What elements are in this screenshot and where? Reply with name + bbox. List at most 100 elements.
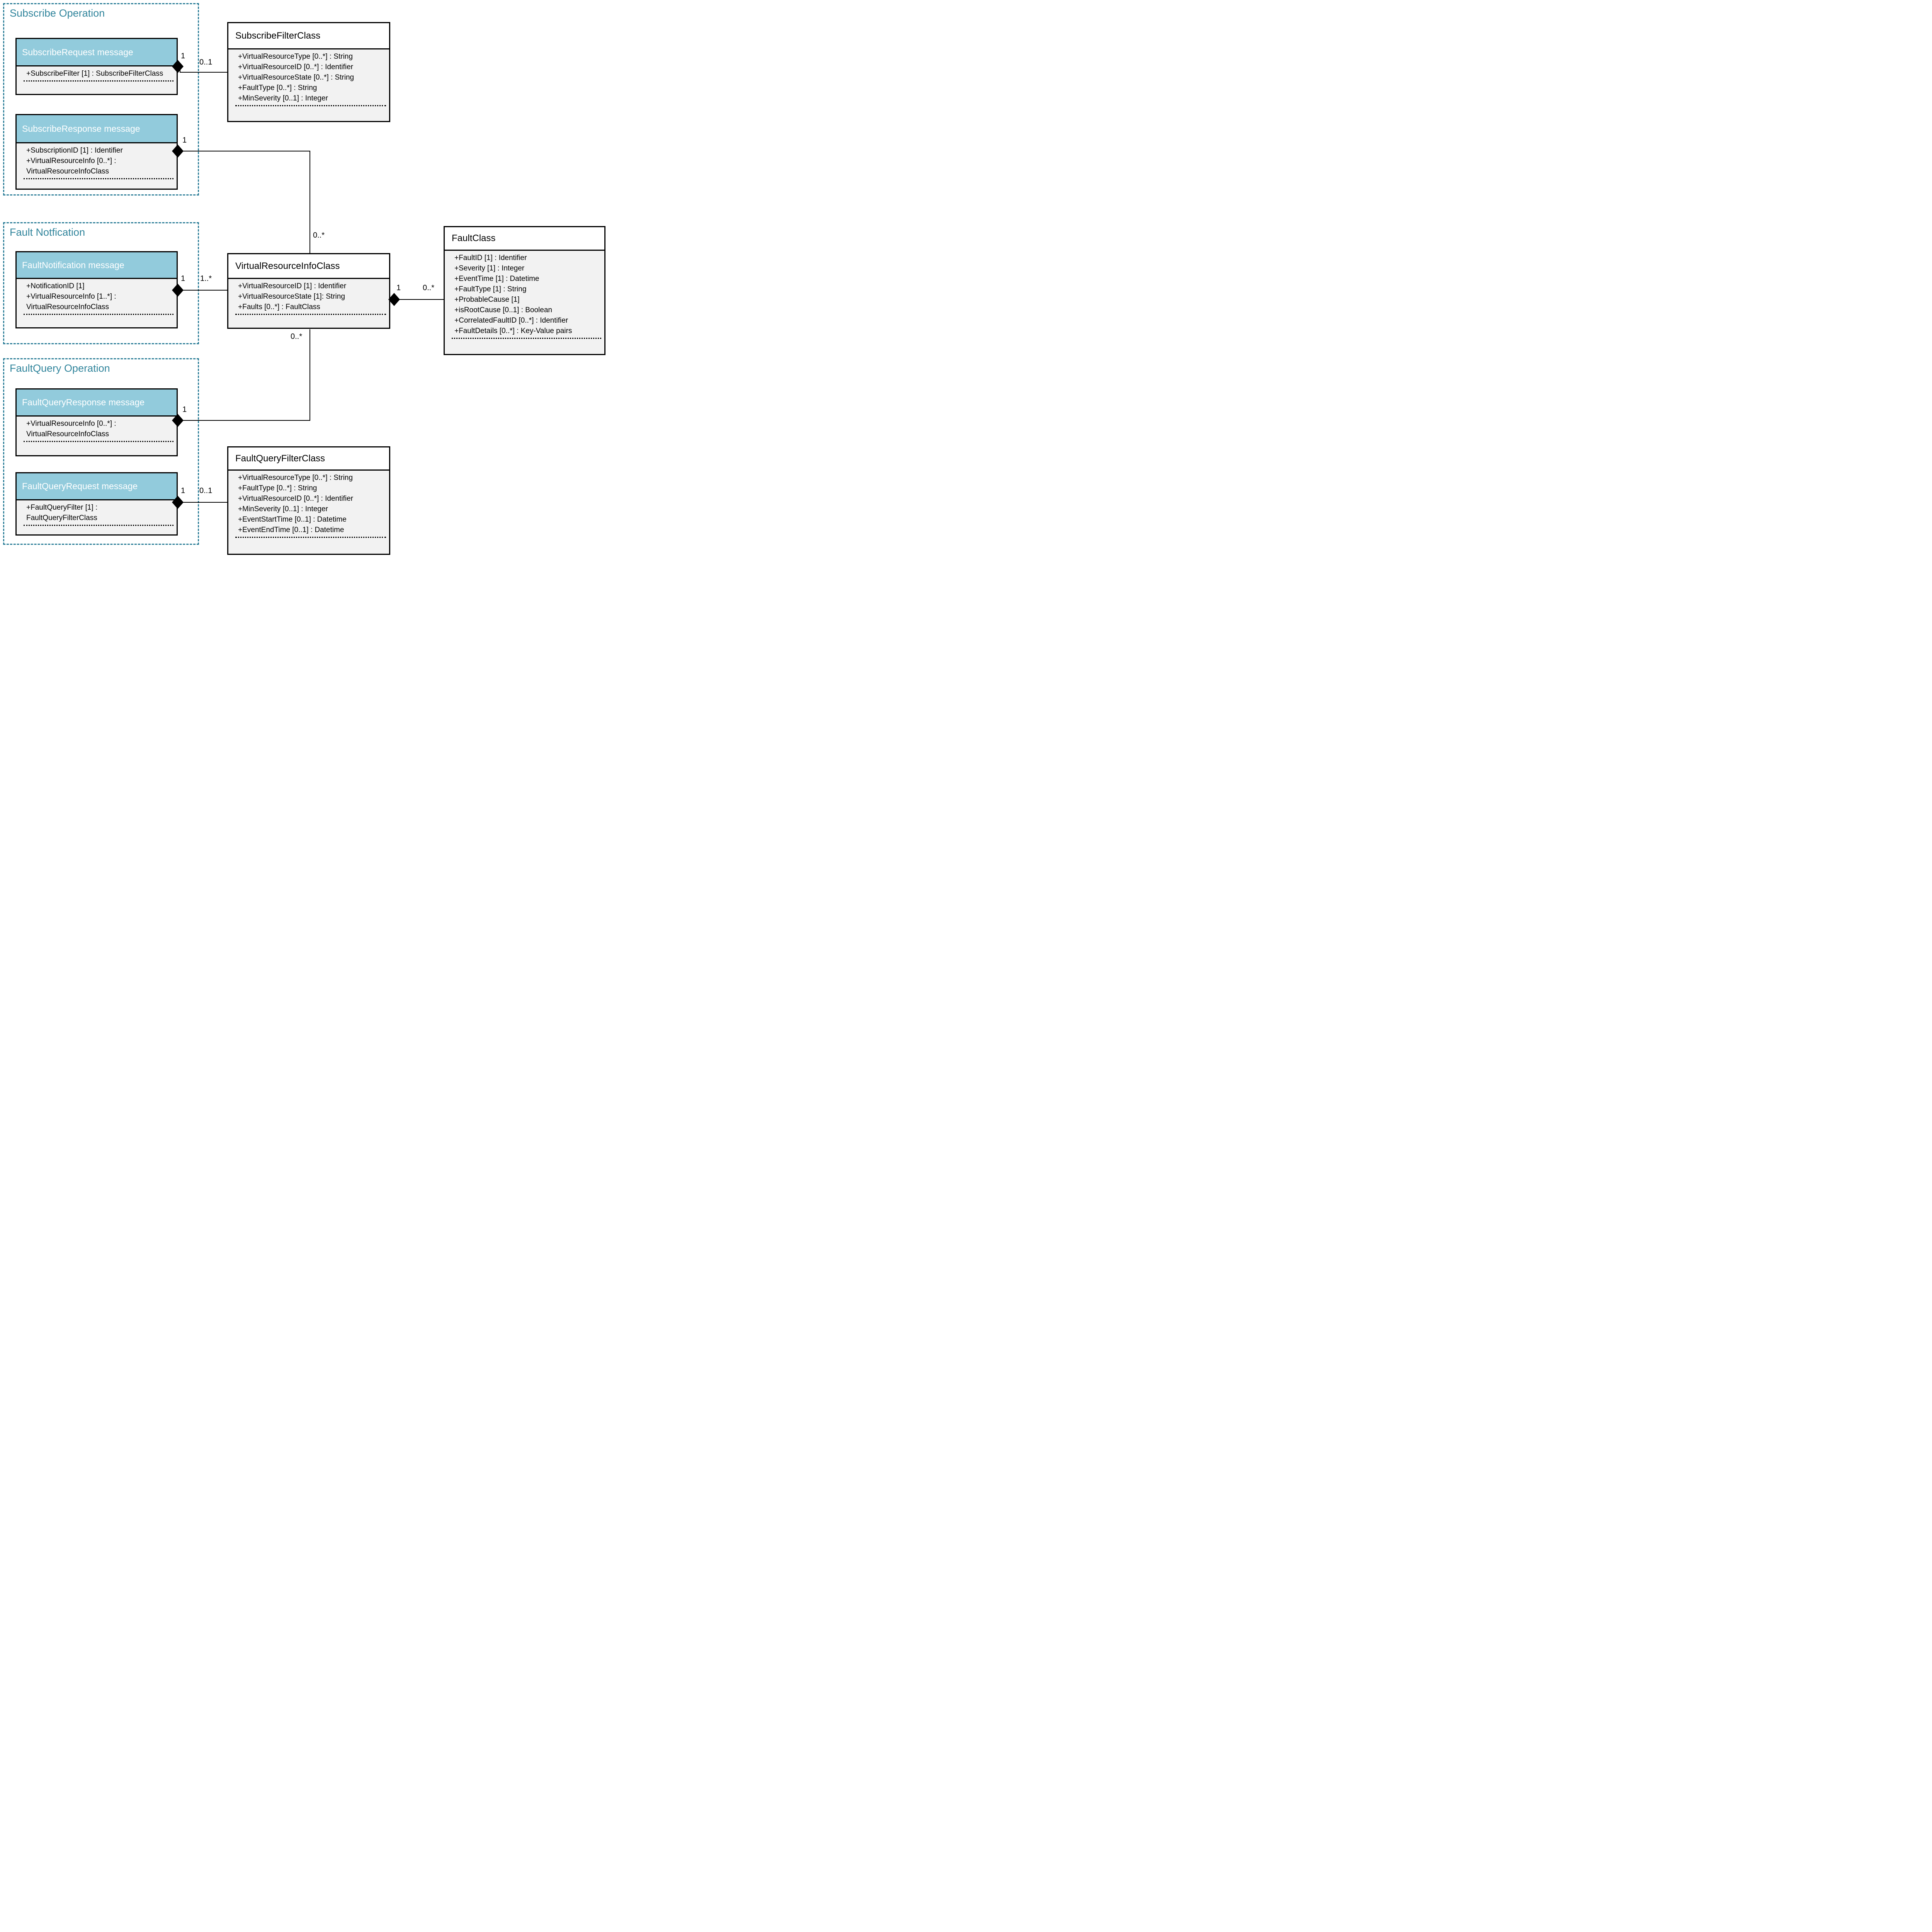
attributes-section: +VirtualResourceType [0..*] : String +Fa…: [228, 471, 389, 538]
attribute: +VirtualResourceID [1] : Identifier: [238, 282, 347, 290]
multiplicity-label: 0..1: [199, 58, 213, 66]
box-title: SubscribeResponse message: [22, 123, 140, 134]
box-title: FaultQueryFilterClass: [235, 453, 325, 464]
attributes-section: +SubscribeFilter [1] : SubscribeFilterCl…: [17, 66, 177, 82]
box-header: FaultQueryFilterClass: [228, 447, 389, 471]
section-title: Subscribe Operation: [10, 7, 105, 19]
attribute: +VirtualResourceInfo [0..*] :: [26, 157, 116, 165]
subscribe-request-message-box: SubscribeRequest message +SubscribeFilte…: [15, 38, 178, 95]
multiplicity-label: 1: [396, 284, 401, 292]
attribute: +VirtualResourceID [0..*] : Identifier: [238, 495, 353, 503]
uml-diagram: Subscribe Operation Fault Notfication Fa…: [0, 0, 606, 555]
multiplicity-label: 1..*: [200, 274, 212, 283]
subscribe-operation-section: Subscribe Operation: [3, 3, 199, 196]
connector-line: [178, 420, 310, 421]
box-title: FaultNotification message: [22, 260, 124, 270]
box-header: SubscribeResponse message: [17, 115, 177, 143]
attributes-section: +NotificationID [1] +VirtualResourceInfo…: [17, 279, 177, 315]
box-title: VirtualResourceInfoClass: [235, 260, 340, 271]
connector-line: [178, 290, 227, 291]
attribute: +EventEndTime [0..1] : Datetime: [238, 526, 344, 534]
attributes-section: +FaultQueryFilter [1] : FaultQueryFilter…: [17, 500, 177, 526]
box-header: VirtualResourceInfoClass: [228, 254, 389, 279]
fault-class-box: FaultClass +FaultID [1] : Identifier +Se…: [444, 226, 605, 355]
attribute: +SubscriptionID [1] : Identifier: [26, 146, 123, 155]
attribute: +FaultDetails [0..*] : Key-Value pairs: [454, 327, 572, 335]
box-title: FaultQueryRequest message: [22, 481, 138, 491]
attributes-section: +FaultID [1] : Identifier +Severity [1] …: [445, 251, 604, 339]
attribute: FaultQueryFilterClass: [26, 514, 97, 522]
attribute: VirtualResourceInfoClass: [26, 430, 109, 438]
attribute: +VirtualResourceState [1]: String: [238, 293, 345, 301]
virtual-resource-info-class-box: VirtualResourceInfoClass +VirtualResourc…: [227, 253, 390, 329]
attribute: +EventStartTime [0..1] : Datetime: [238, 515, 347, 524]
box-header: FaultClass: [445, 227, 604, 251]
multiplicity-label: 1: [182, 136, 187, 145]
subscribe-response-message-box: SubscribeResponse message +SubscriptionI…: [15, 114, 178, 190]
attribute: +VirtualResourceInfo [1..*] :: [26, 293, 116, 301]
section-title: Fault Notfication: [10, 226, 85, 238]
attribute: +isRootCause [0..1] : Boolean: [454, 306, 552, 314]
attribute: +VirtualResourceID [0..*] : Identifier: [238, 63, 353, 71]
attribute: +MinSeverity [0..1] : Integer: [238, 94, 328, 102]
attribute: +NotificationID [1]: [26, 282, 85, 290]
attribute: +Severity [1] : Integer: [454, 264, 525, 272]
multiplicity-label: 0..*: [291, 332, 303, 341]
box-title: FaultQueryResponse message: [22, 397, 145, 407]
attribute-divider: [24, 314, 173, 315]
subscribe-filter-class-box: SubscribeFilterClass +VirtualResourceTyp…: [227, 22, 390, 122]
faultquery-request-message-box: FaultQueryRequest message +FaultQueryFil…: [15, 472, 178, 536]
attribute-divider: [452, 338, 601, 339]
multiplicity-label: 1: [182, 405, 187, 414]
multiplicity-label: 1: [181, 486, 185, 495]
attributes-section: +VirtualResourceID [1] : Identifier +Vir…: [228, 279, 389, 315]
attributes-section: +VirtualResourceInfo [0..*] : VirtualRes…: [17, 417, 177, 442]
attribute-divider: [235, 105, 386, 106]
attribute: +VirtualResourceType [0..*] : String: [238, 53, 353, 61]
attribute: +VirtualResourceInfo [0..*] :: [26, 420, 116, 428]
connector-line: [180, 72, 227, 73]
attribute: +FaultID [1] : Identifier: [454, 254, 527, 262]
multiplicity-label: 0..*: [313, 231, 325, 240]
fault-notification-section: Fault Notfication: [3, 222, 199, 344]
faultquery-filter-class-box: FaultQueryFilterClass +VirtualResourceTy…: [227, 446, 390, 555]
attribute: VirtualResourceInfoClass: [26, 167, 109, 175]
attributes-section: +VirtualResourceType [0..*] : String +Vi…: [228, 49, 389, 106]
attribute: +VirtualResourceType [0..*] : String: [238, 474, 353, 482]
attribute-divider: [235, 537, 386, 538]
attribute: +SubscribeFilter [1] : SubscribeFilterCl…: [26, 70, 163, 78]
attribute: +FaultType [1] : String: [454, 285, 527, 293]
box-header: SubscribeRequest message: [17, 39, 177, 66]
attribute-divider: [24, 80, 173, 82]
connector-line: [394, 299, 444, 300]
faultquery-operation-section: FaultQuery Operation: [3, 358, 199, 545]
section-title: FaultQuery Operation: [10, 362, 110, 374]
attribute: +MinSeverity [0..1] : Integer: [238, 505, 328, 513]
box-header: FaultQueryRequest message: [17, 473, 177, 500]
attribute: +FaultQueryFilter [1] :: [26, 503, 98, 512]
attribute-divider: [235, 314, 386, 315]
attribute: VirtualResourceInfoClass: [26, 303, 109, 311]
attributes-section: +SubscriptionID [1] : Identifier +Virtua…: [17, 143, 177, 179]
connector-line: [178, 502, 227, 503]
attribute: +VirtualResourceState [0..*] : String: [238, 73, 354, 82]
attribute: +Faults [0..*] : FaultClass: [238, 303, 320, 311]
box-header: FaultNotification message: [17, 252, 177, 279]
attribute: +EventTime [1] : Datetime: [454, 275, 539, 283]
attribute: +FaultType [0..*] : String: [238, 484, 317, 492]
multiplicity-label: 0..*: [423, 284, 435, 292]
attribute: +ProbableCause [1]: [454, 296, 520, 304]
attribute: +FaultType [0..*] : String: [238, 84, 317, 92]
box-title: FaultClass: [452, 233, 496, 243]
attribute-divider: [24, 525, 173, 526]
attribute: +CorrelatedFaultID [0..*] : Identifier: [454, 316, 568, 325]
fault-notification-message-box: FaultNotification message +NotificationI…: [15, 251, 178, 328]
box-title: SubscribeFilterClass: [235, 30, 321, 41]
multiplicity-label: 0..1: [199, 486, 213, 495]
box-header: FaultQueryResponse message: [17, 389, 177, 417]
faultquery-response-message-box: FaultQueryResponse message +VirtualResou…: [15, 388, 178, 456]
multiplicity-label: 1: [181, 274, 185, 283]
multiplicity-label: 1: [181, 52, 185, 60]
attribute-divider: [24, 178, 173, 179]
box-header: SubscribeFilterClass: [228, 23, 389, 49]
